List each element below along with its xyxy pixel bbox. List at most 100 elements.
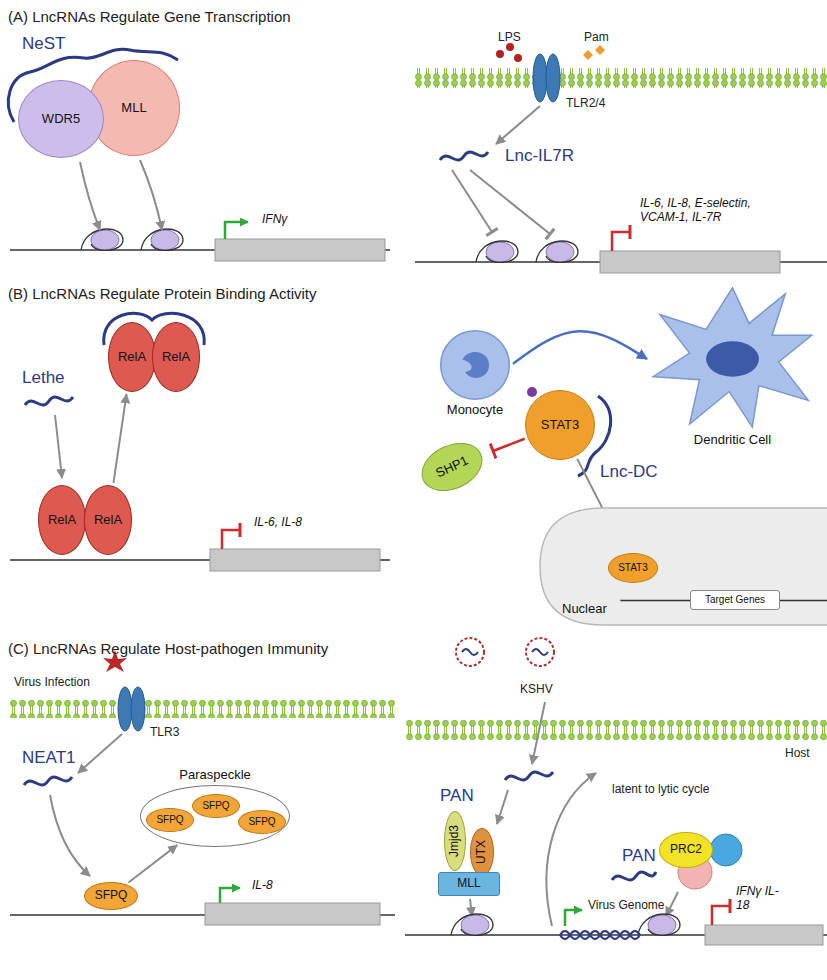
lncrna-name: NEAT1 <box>22 748 76 768</box>
lncrna-name: NeST <box>22 34 65 54</box>
protein-subunit: RelA <box>108 322 157 392</box>
phospho-group <box>527 387 537 397</box>
dna-strand <box>451 914 493 935</box>
node-label: Target Genes <box>705 594 765 606</box>
node-label: Nuclear <box>562 602 607 617</box>
activation-arrow <box>80 160 248 239</box>
ligand-label: Pam <box>584 30 609 44</box>
dna-strand <box>705 925 823 945</box>
node-label: SFPQ <box>248 816 275 828</box>
dna-strand <box>222 530 240 549</box>
cell-membrane <box>405 720 827 740</box>
gene-name: IL-6, IL-8, E-selectin, VCAM-1, IL-7R <box>640 196 790 225</box>
node-label: Paraspeckle <box>179 768 251 783</box>
signal-arrow <box>496 106 540 144</box>
signal-arrow <box>470 899 472 916</box>
dna-strand <box>476 241 518 262</box>
signal-arrow <box>497 790 508 824</box>
virus-particle <box>456 638 484 666</box>
protein-subunit: RelA <box>38 485 87 555</box>
receptor-label: TLR3 <box>150 725 179 739</box>
cell <box>441 331 510 400</box>
node-label: RelA <box>94 513 122 528</box>
ligand <box>506 43 514 51</box>
signal-arrow <box>452 170 492 232</box>
cell <box>440 330 510 400</box>
protein: SFPQ <box>192 794 239 818</box>
nucleus <box>540 508 827 625</box>
region-label: Host <box>785 746 810 760</box>
cell-membrane <box>10 700 395 718</box>
dna-strand <box>141 229 183 250</box>
cell-membrane <box>415 68 827 88</box>
gene-box: Target Genes <box>690 590 780 610</box>
dna-strand <box>220 888 240 903</box>
cell-membrane <box>415 68 827 88</box>
node-label: PRC2 <box>670 843 702 857</box>
protein-subunit: PRC2 <box>659 832 713 868</box>
node-label: RelA <box>118 350 146 365</box>
virus-particle <box>526 638 554 666</box>
lncrna-name: PAN <box>622 846 656 866</box>
protein: SFPQ <box>146 808 193 832</box>
signal-arrow <box>78 734 122 773</box>
protein-subunit: Jmjd3 <box>444 811 466 871</box>
lncrna-strand <box>440 152 488 160</box>
lncrna-strand <box>25 313 204 405</box>
protein: SFPQ <box>238 810 285 834</box>
receptor <box>118 687 145 731</box>
dna-strand <box>536 241 578 262</box>
activation-arrow <box>225 222 248 239</box>
gene-name: IFNγ <box>262 212 287 226</box>
activation-arrow <box>80 162 100 230</box>
ligand <box>583 50 593 60</box>
panel-heading: (A) LncRNAs Regulate Gene Transcription <box>8 8 291 26</box>
signal-arrow <box>470 702 678 926</box>
protein-subunit: UTX <box>470 828 494 876</box>
dna-strand <box>600 251 780 273</box>
protein-subunit: RelA <box>84 485 133 555</box>
dna-strand <box>10 229 390 261</box>
lncrna-name: PAN <box>440 786 474 806</box>
node-label: STAT3 <box>541 418 580 433</box>
receptor <box>533 54 560 102</box>
phospho-group <box>527 387 537 397</box>
ligand <box>514 54 522 62</box>
virus-particle <box>532 649 548 655</box>
node-label: Dendritic Cell <box>694 433 771 448</box>
connector-arrow <box>493 439 524 451</box>
node-label: SHP1 <box>433 453 470 481</box>
cell <box>462 352 489 378</box>
node-label: MLL <box>121 101 146 116</box>
node-label: STAT3 <box>618 562 648 574</box>
lncrna-strand <box>24 777 72 785</box>
virus-particle <box>456 638 554 666</box>
node-label: UTX <box>475 840 489 864</box>
nucleus: Nuclear STAT3Target Genes <box>540 508 827 625</box>
signal-arrow <box>470 170 550 234</box>
protein: STAT3 <box>608 553 659 583</box>
cell-membrane <box>405 720 827 740</box>
receptor <box>546 54 560 102</box>
virus-label: KSHV <box>520 682 553 696</box>
dna-strand <box>638 914 680 935</box>
cell: Dendritic Cell <box>650 282 815 430</box>
cell: Monocyte <box>440 330 510 400</box>
activation-arrow <box>140 160 162 230</box>
lncrna-strand <box>612 872 656 880</box>
signal-arrow <box>50 795 90 876</box>
receptor-label: TLR2/4 <box>566 96 605 110</box>
signal-arrow <box>452 106 550 234</box>
dna-strand <box>210 549 380 571</box>
virus-genome <box>560 931 640 939</box>
protein: STAT3 <box>525 390 595 460</box>
virus-genome <box>560 931 640 939</box>
protein-subunit <box>710 834 742 866</box>
signal-arrow <box>55 415 62 478</box>
protein-complex: WDR5 <box>18 80 104 158</box>
virus-genome <box>565 910 582 926</box>
signal-arrow <box>55 415 62 478</box>
lncrna-name: Lnc-DC <box>600 462 658 482</box>
gene-name: IL-8 <box>252 878 273 892</box>
cell <box>650 282 815 430</box>
